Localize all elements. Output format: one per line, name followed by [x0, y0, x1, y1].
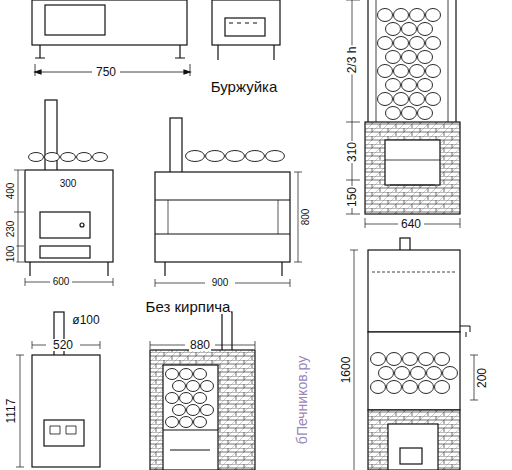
stone	[426, 37, 441, 50]
stove-bottom-right	[350, 238, 478, 470]
stone	[435, 353, 450, 366]
dimension: 1600	[340, 356, 352, 385]
dimension: 100	[6, 245, 16, 264]
stone	[173, 381, 186, 392]
stone	[410, 9, 425, 22]
stone	[418, 107, 433, 120]
stone	[419, 381, 434, 394]
stone	[378, 37, 393, 50]
dimension: 2/3 h	[346, 46, 358, 75]
stone	[443, 367, 458, 380]
stone	[246, 151, 265, 162]
stone	[395, 367, 410, 380]
stone	[386, 51, 401, 64]
dimension: 150	[346, 186, 358, 208]
stone	[166, 369, 179, 380]
dimension: 200	[476, 367, 488, 389]
stone	[187, 405, 200, 416]
stone	[419, 353, 434, 366]
stove-top-left	[32, 0, 190, 76]
dimension: 900	[211, 278, 230, 288]
stone	[378, 93, 393, 106]
dimension: 750	[95, 66, 117, 78]
stone	[387, 353, 402, 366]
stone	[371, 353, 386, 366]
stone	[166, 417, 179, 428]
stone	[426, 65, 441, 78]
stone	[173, 405, 186, 416]
stone	[402, 51, 417, 64]
stone	[435, 381, 450, 394]
stone	[194, 393, 207, 404]
stone	[394, 37, 409, 50]
stove-bottom-left	[16, 312, 100, 467]
stone	[426, 9, 441, 22]
stone	[206, 151, 225, 162]
stone	[427, 367, 442, 380]
stove-middle-left	[14, 100, 113, 286]
stone	[418, 23, 433, 36]
stone	[266, 151, 285, 162]
stone	[386, 79, 401, 92]
stone	[180, 417, 193, 428]
stone	[418, 51, 433, 64]
figure-title: Буржуйка	[210, 79, 279, 94]
stone	[93, 153, 108, 162]
dimension: 800	[301, 208, 311, 227]
stone	[77, 153, 92, 162]
watermark: бПечников.ру	[295, 355, 309, 445]
stone	[410, 93, 425, 106]
stone	[410, 65, 425, 78]
stove-bottom-middle	[150, 312, 255, 470]
dimension: ø100	[71, 314, 100, 326]
stone	[61, 153, 76, 162]
stone	[394, 9, 409, 22]
stone	[371, 381, 386, 394]
stone	[403, 381, 418, 394]
stone	[45, 153, 60, 162]
dimension: 880	[189, 339, 211, 351]
stone	[180, 369, 193, 380]
stove-top-right	[346, 0, 460, 228]
stone	[418, 79, 433, 92]
dimension: 1117	[5, 398, 17, 425]
dimension: 230	[6, 220, 16, 239]
stone	[410, 37, 425, 50]
stone	[378, 9, 393, 22]
stove-top-middle	[212, 0, 280, 60]
dimension: 520	[52, 339, 74, 351]
stove-middle-center	[155, 118, 302, 287]
stone	[386, 107, 401, 120]
dimension: 640	[400, 218, 422, 230]
dimension: 600	[52, 277, 71, 287]
stone	[379, 367, 394, 380]
stone	[226, 151, 245, 162]
stone	[194, 417, 207, 428]
stone	[386, 23, 401, 36]
dimension: 400	[6, 182, 16, 201]
stone	[186, 151, 205, 162]
stone	[402, 23, 417, 36]
stone	[394, 65, 409, 78]
stone	[394, 93, 409, 106]
stone	[166, 393, 179, 404]
figure-title: Без кирпича	[145, 299, 232, 314]
stone	[201, 381, 214, 392]
stone	[201, 405, 214, 416]
dimension: 300	[59, 179, 78, 189]
stone	[29, 153, 44, 162]
stone	[411, 367, 426, 380]
stone	[402, 79, 417, 92]
stone	[426, 93, 441, 106]
stone	[194, 369, 207, 380]
stone	[402, 107, 417, 120]
stone	[387, 381, 402, 394]
dimension: 310	[346, 141, 358, 163]
stone	[180, 393, 193, 404]
stone	[403, 353, 418, 366]
stone	[378, 65, 393, 78]
stone	[187, 381, 200, 392]
